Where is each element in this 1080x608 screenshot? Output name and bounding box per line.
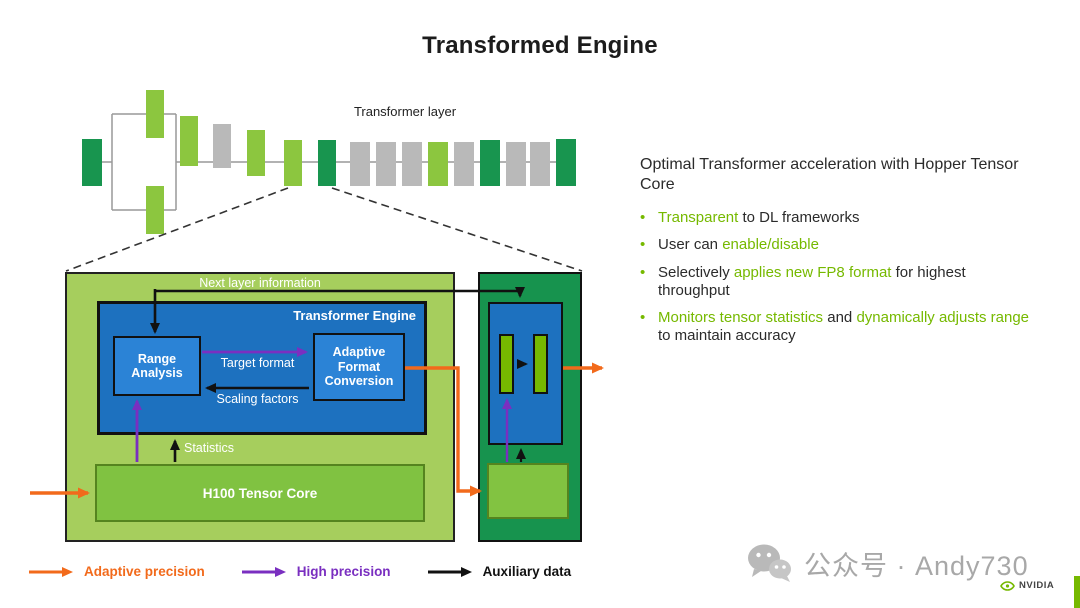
nvidia-logo: NVIDIA bbox=[1000, 580, 1054, 591]
page-title: Transformed Engine bbox=[422, 32, 658, 59]
layer-block bbox=[146, 90, 164, 138]
layer-block bbox=[180, 116, 198, 166]
bullet-item: • Selectively applies new FP8 format for … bbox=[640, 264, 1040, 301]
transformer-engine-label: Transformer Engine bbox=[293, 308, 416, 323]
legend-arrow-icon bbox=[241, 566, 286, 577]
layer-block bbox=[556, 139, 576, 186]
layer-block bbox=[376, 142, 396, 186]
bullet-item: • Monitors tensor statistics and dynamica… bbox=[640, 309, 1040, 346]
legend-label: High precision bbox=[296, 564, 391, 579]
target-format-label: Target format bbox=[220, 356, 295, 370]
layer-block bbox=[454, 142, 474, 186]
scaling-factors-label: Scaling factors bbox=[216, 392, 299, 406]
h100-tensor-core-box: H100 Tensor Core bbox=[95, 464, 425, 522]
layer-block bbox=[480, 140, 500, 186]
nvidia-eye-icon bbox=[1000, 580, 1015, 591]
legend: Adaptive precision High precision Auxiliar… bbox=[28, 564, 571, 579]
layer-block bbox=[428, 142, 448, 186]
bullet-dot: • bbox=[640, 309, 646, 327]
zoom-callout-lines bbox=[65, 187, 583, 272]
layer-block bbox=[284, 140, 302, 186]
legend-item: High precision bbox=[241, 564, 391, 579]
bullet-item: • Transparent to DL frameworks bbox=[640, 209, 1040, 227]
range-analysis-box: Range Analysis bbox=[113, 336, 201, 396]
layer-block bbox=[350, 142, 370, 186]
bullet-dot: • bbox=[640, 209, 646, 226]
watermark-text: 公众号 · Andy730 bbox=[804, 550, 1029, 581]
layer-block bbox=[146, 186, 164, 234]
next-layer-information-label: Next layer information bbox=[199, 276, 321, 290]
mini-tensor-core-box bbox=[487, 463, 569, 519]
legend-item: Adaptive precision bbox=[28, 564, 205, 579]
layer-block bbox=[318, 140, 336, 186]
watermark: 公众号 · Andy730 bbox=[746, 543, 1029, 583]
bullet-text: Monitors tensor statistics and dynamical… bbox=[658, 309, 1030, 345]
mini-conversion-block bbox=[533, 334, 548, 394]
green-edge-bar bbox=[1074, 576, 1080, 608]
layer-block bbox=[402, 142, 422, 186]
layer-block bbox=[247, 130, 265, 176]
bullet-dot: • bbox=[640, 236, 646, 254]
layer-block bbox=[530, 142, 550, 186]
bullet-text: Selectively applies new FP8 format for h… bbox=[658, 263, 966, 299]
bullet-dot: • bbox=[640, 263, 646, 281]
layer-block bbox=[213, 124, 231, 168]
bullet-text: User can enable/disable bbox=[658, 236, 819, 254]
nvidia-logo-text: NVIDIA bbox=[1019, 580, 1055, 591]
panel-heading: Optimal Transformer acceleration with Ho… bbox=[640, 156, 1019, 193]
legend-arrow-icon bbox=[29, 566, 73, 577]
mini-range-block bbox=[499, 334, 514, 394]
adaptive-format-conversion-box: Adaptive Format Conversion bbox=[313, 333, 405, 401]
statistics-label: Statistics bbox=[184, 441, 235, 455]
legend-label: Auxiliary data bbox=[482, 564, 572, 579]
layer-strip-connectors bbox=[102, 113, 560, 211]
legend-label: Adaptive precision bbox=[84, 564, 205, 579]
layer-block bbox=[506, 142, 526, 186]
right-panel: Optimal Transformer acceleration with Ho… bbox=[640, 155, 1052, 355]
mini-engine-box bbox=[488, 302, 563, 445]
legend-arrow-icon bbox=[427, 566, 472, 577]
wechat-icon bbox=[748, 544, 791, 582]
bullet-item: • User can enable/disable bbox=[640, 236, 1040, 254]
bullet-list: • Transparent to DL frameworks • User can e… bbox=[640, 209, 1040, 346]
layer-blocks bbox=[82, 90, 576, 234]
transformer-layer-label: Transformer layer bbox=[353, 104, 457, 119]
layer-block bbox=[82, 139, 102, 186]
bullet-text: Transparent to DL frameworks bbox=[658, 209, 860, 226]
legend-item: Auxiliary data bbox=[427, 564, 572, 579]
